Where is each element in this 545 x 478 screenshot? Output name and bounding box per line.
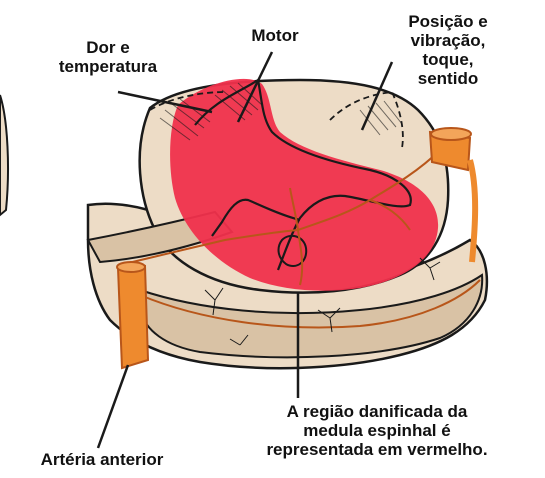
label-position-vibration: Posição e vibração, toque, sentido bbox=[378, 12, 518, 88]
label-damaged-region: A região danificada da medula espinhal é… bbox=[212, 402, 542, 459]
label-pain-temperature-line2: temperatura bbox=[28, 57, 188, 76]
label-anterior-artery: Artéria anterior bbox=[2, 450, 202, 469]
label-pain-temperature: Dor e temperatura bbox=[28, 38, 188, 76]
label-motor: Motor bbox=[225, 26, 325, 45]
label-position-line4: sentido bbox=[378, 69, 518, 88]
label-position-line1: Posição e bbox=[378, 12, 518, 31]
label-anterior-artery-text: Artéria anterior bbox=[2, 450, 202, 469]
label-motor-text: Motor bbox=[225, 26, 325, 45]
left-edge-tissue bbox=[0, 95, 8, 215]
label-damaged-line1: A região danificada da bbox=[212, 402, 542, 421]
label-pain-temperature-line1: Dor e bbox=[28, 38, 188, 57]
label-damaged-line3: representada em vermelho. bbox=[212, 440, 542, 459]
label-position-line2: vibração, bbox=[378, 31, 518, 50]
anterior-spinal-artery bbox=[117, 262, 148, 368]
label-position-line3: toque, bbox=[378, 50, 518, 69]
label-damaged-line2: medula espinhal é bbox=[212, 421, 542, 440]
